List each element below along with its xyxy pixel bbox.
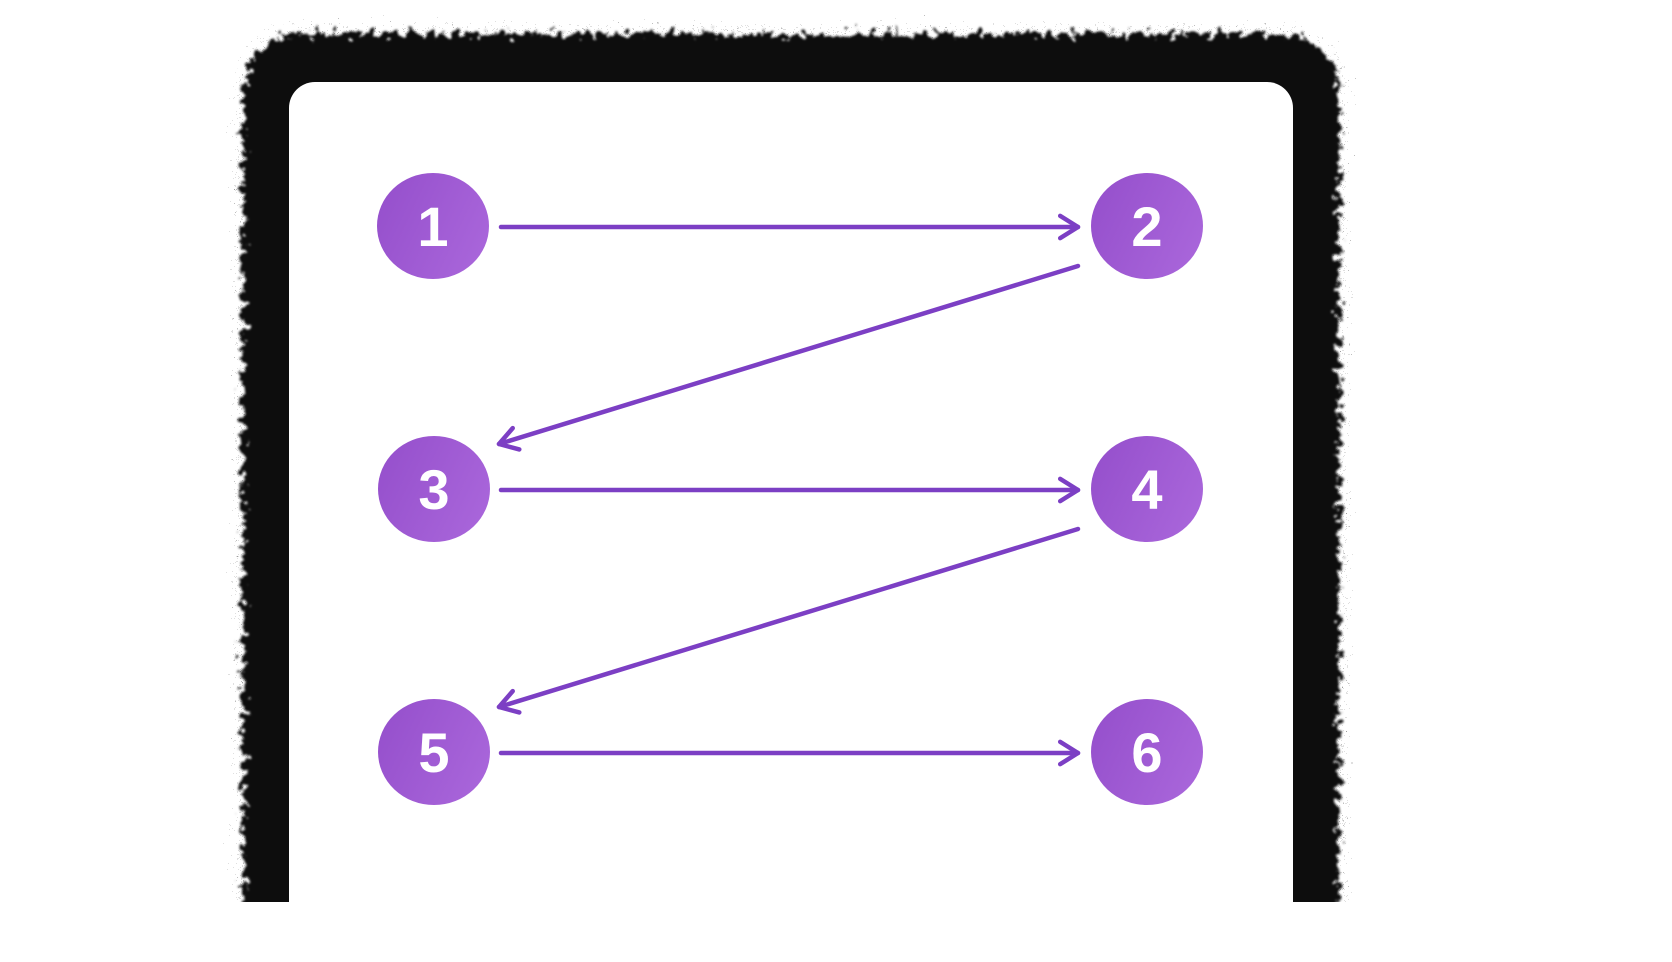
node-number-label: 4 (1131, 458, 1163, 521)
edge-arrow-n3-n4 (498, 476, 1081, 504)
edge-line (496, 526, 1081, 710)
edge-arrowhead-icon (496, 425, 522, 452)
edge-arrow-n5-n6 (498, 739, 1081, 767)
edge-line (496, 263, 1081, 447)
edges-svg (496, 213, 1081, 767)
stage: 1 2 3 4 5 6 (241, 32, 1341, 902)
edge-arrowhead-icon (496, 688, 522, 715)
diagram-node-5: 5 (378, 699, 490, 805)
node-number-label: 5 (418, 721, 450, 784)
edge-arrow-n4-n5 (496, 526, 1081, 715)
node-number-label: 2 (1131, 195, 1163, 258)
edge-arrowhead-icon (1057, 739, 1081, 767)
edge-arrow-n1-n2 (498, 213, 1081, 241)
diagram-node-2: 2 (1091, 173, 1203, 279)
edge-arrow-n2-n3 (496, 263, 1081, 452)
node-number-label: 1 (417, 195, 449, 258)
diagram-node-3: 3 (378, 436, 490, 542)
edge-arrowhead-icon (1057, 213, 1081, 241)
node-number-label: 3 (418, 458, 450, 521)
diagram-node-1: 1 (377, 173, 489, 279)
edge-arrowhead-icon (1057, 476, 1081, 504)
diagram-node-6: 6 (1091, 699, 1203, 805)
diagram-node-4: 4 (1091, 436, 1203, 542)
node-number-label: 6 (1131, 721, 1163, 784)
